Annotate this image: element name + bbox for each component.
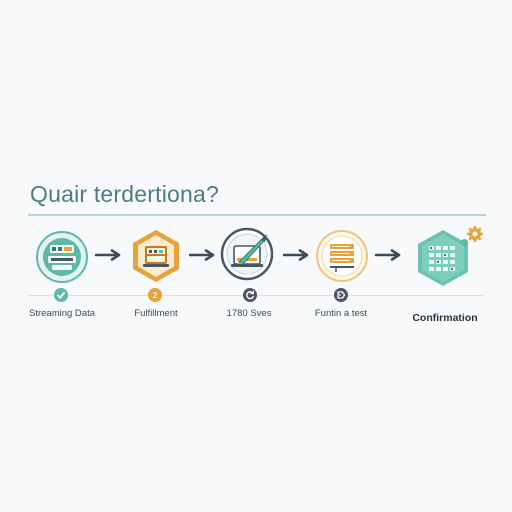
check-icon bbox=[57, 292, 65, 299]
step-3-label: 1780 Sves bbox=[226, 308, 272, 319]
gear-icon bbox=[466, 225, 484, 243]
step-1-label: Streaming Data bbox=[28, 308, 96, 319]
refresh-icon bbox=[246, 290, 255, 300]
title-divider bbox=[28, 214, 486, 216]
step-5-label: Confirmation bbox=[412, 312, 478, 324]
step-4-marker bbox=[334, 288, 348, 302]
flow-arrow-1 bbox=[95, 249, 121, 261]
step-3-marker bbox=[243, 288, 257, 302]
step-4-label: Funtin a test bbox=[314, 308, 368, 319]
flow-arrow-4 bbox=[375, 249, 401, 261]
document-stack-icon bbox=[316, 230, 368, 282]
data-stack-icon bbox=[36, 231, 88, 283]
step-2-label: Fulfillment bbox=[134, 308, 178, 319]
number-badge-icon: 2 bbox=[153, 290, 158, 300]
step-5-icon bbox=[412, 226, 474, 288]
sparkle-icon bbox=[461, 239, 468, 246]
flow-arrow-2 bbox=[189, 249, 215, 261]
step-3-icon bbox=[219, 226, 275, 282]
step-2-marker-text: 2 bbox=[153, 290, 158, 300]
step-1-icon bbox=[34, 229, 90, 285]
tag-icon bbox=[337, 291, 346, 299]
rocket-icon bbox=[220, 227, 274, 281]
flow-arrow-3 bbox=[283, 249, 309, 261]
step-2-marker: 2 bbox=[148, 288, 162, 302]
grid-hexagon-icon bbox=[418, 230, 468, 286]
step-2-icon bbox=[128, 228, 184, 284]
fulfillment-box-icon bbox=[133, 230, 179, 282]
step-1-marker bbox=[54, 288, 68, 302]
step-4-icon bbox=[314, 228, 370, 284]
page-title: Quair terdertiona? bbox=[30, 181, 219, 207]
